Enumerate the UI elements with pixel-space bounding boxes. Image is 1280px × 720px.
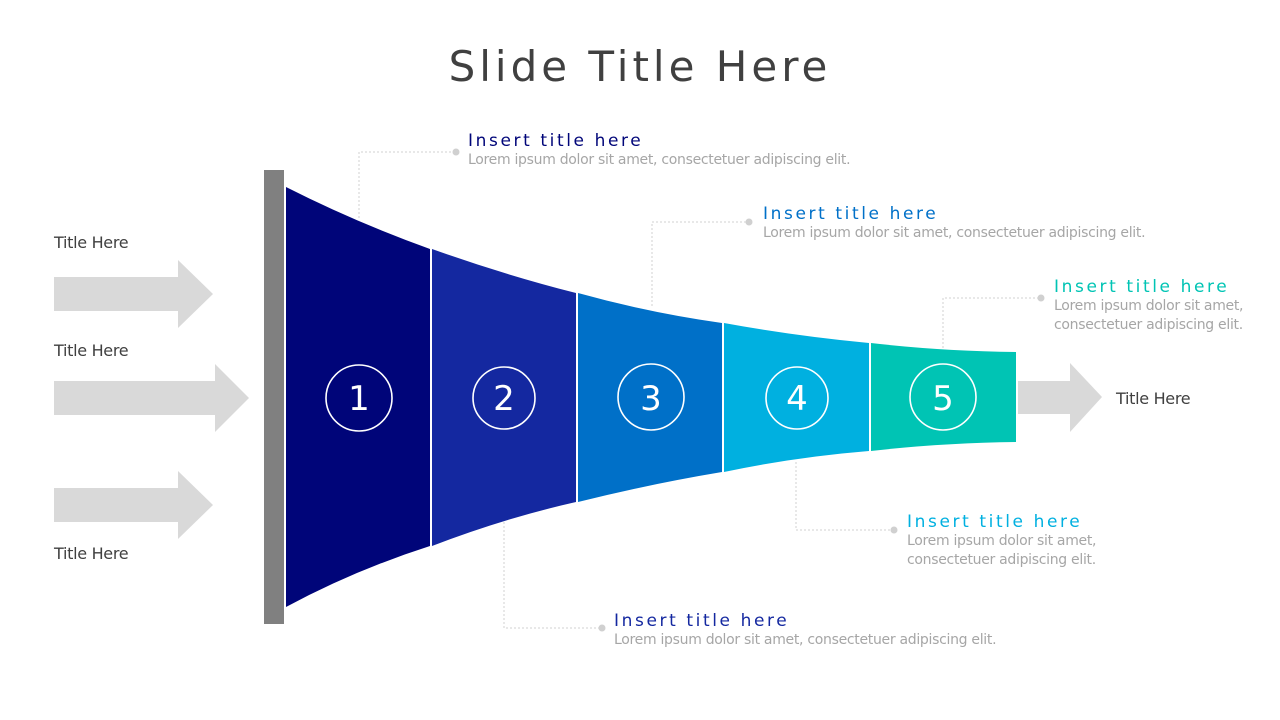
stage-circle-3	[617, 363, 685, 431]
callout-title: Insert title here	[1054, 277, 1230, 297]
input-arrow-2	[54, 364, 249, 432]
input-arrow-3	[54, 471, 213, 539]
input-arrow-1	[54, 260, 213, 328]
callout-body: Lorem ipsum dolor sit amet, consectetuer…	[468, 152, 851, 168]
connector-dot-4	[890, 526, 898, 534]
connector-1	[358, 151, 455, 218]
stage-circle-1	[325, 364, 393, 432]
callout-body: Lorem ipsum dolor sit amet, consectetuer…	[763, 225, 1146, 241]
stage-number-5: 5	[932, 379, 954, 419]
stage-number-4: 4	[786, 379, 808, 419]
stage-number-3: 3	[640, 379, 662, 419]
stage-circle-5	[909, 363, 977, 431]
callout-title: Insert title here	[468, 131, 644, 151]
input-label-2: Title Here	[54, 341, 129, 360]
stage-circle-4	[765, 366, 829, 430]
funnel-segment-5	[871, 343, 1016, 451]
connectors	[358, 151, 1040, 629]
callout-4: Insert title here Lorem ipsum dolor sit …	[907, 512, 1122, 570]
stage-number-2: 2	[493, 379, 515, 419]
connector-5	[942, 297, 1040, 348]
output-label: Title Here	[1116, 389, 1191, 408]
connector-2	[503, 522, 601, 629]
callout-body: Lorem ipsum dolor sit amet, consectetuer…	[614, 632, 997, 648]
callout-1: Insert title here Lorem ipsum dolor sit …	[468, 131, 851, 170]
connector-dot-5	[1037, 294, 1045, 302]
vertical-bar	[264, 170, 284, 624]
output-arrow	[1018, 363, 1102, 432]
callout-body: Lorem ipsum dolor sit amet, consectetuer…	[907, 533, 1097, 568]
funnel-segment-1	[286, 187, 430, 607]
input-label-1: Title Here	[54, 233, 129, 252]
funnel-segment-2	[432, 249, 576, 546]
connector-dot-3	[745, 218, 753, 226]
funnel-segment-4	[724, 323, 869, 472]
connector-4	[795, 462, 893, 531]
connector-3	[651, 221, 748, 306]
callout-2: Insert title here Lorem ipsum dolor sit …	[614, 611, 997, 650]
callout-5: Insert title here Lorem ipsum dolor sit …	[1054, 277, 1269, 335]
callout-title: Insert title here	[907, 512, 1083, 532]
stage-number-1: 1	[348, 379, 370, 419]
connector-dot-1	[452, 148, 460, 156]
connector-dot-2	[598, 624, 606, 632]
callout-title: Insert title here	[763, 204, 939, 224]
stage-circle-2	[472, 366, 536, 430]
slide-title: Slide Title Here	[448, 42, 832, 91]
callout-body: Lorem ipsum dolor sit amet, consectetuer…	[1054, 298, 1244, 333]
callout-title: Insert title here	[614, 611, 790, 631]
funnel-segment-3	[578, 293, 722, 502]
callout-3: Insert title here Lorem ipsum dolor sit …	[763, 204, 1146, 243]
input-label-3: Title Here	[54, 544, 129, 563]
